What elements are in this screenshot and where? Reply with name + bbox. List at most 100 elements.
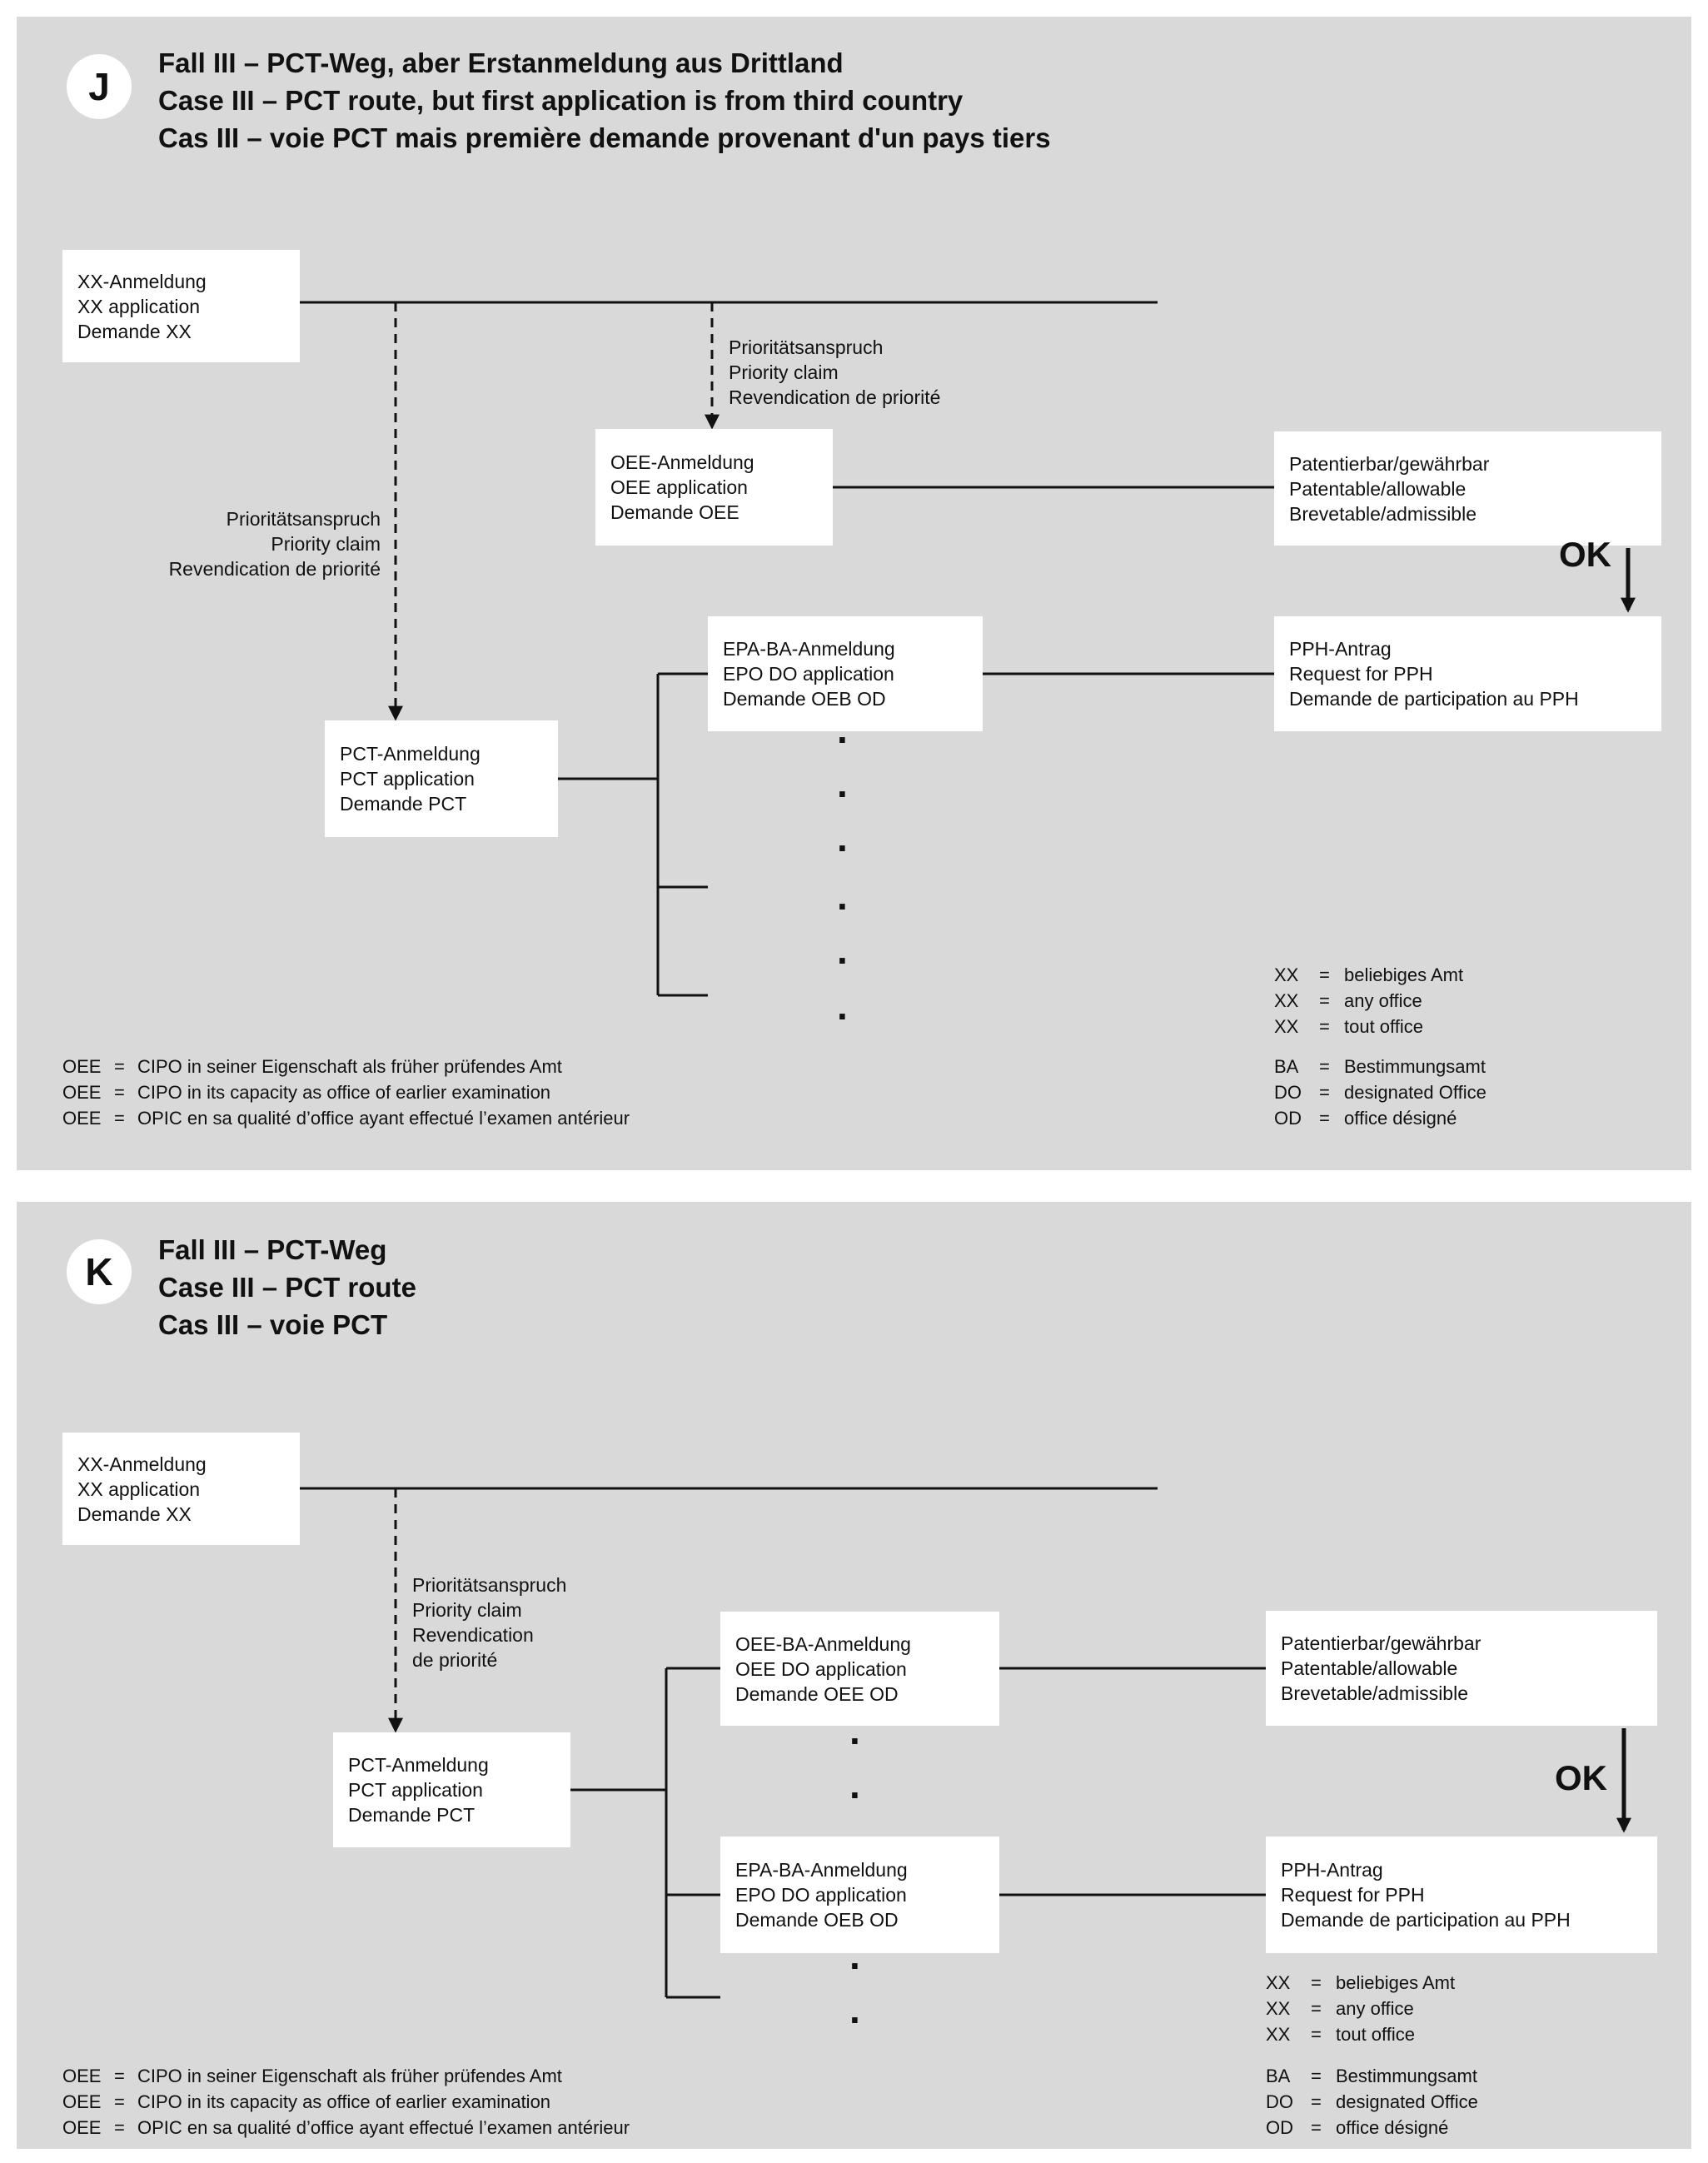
legend-oee-definitions: OEE = CIPO in seiner Eigenschaft als frü…	[62, 1054, 712, 1131]
equals-sign: =	[1311, 2117, 1322, 2138]
section-badge: K	[67, 1239, 132, 1304]
legend-text: any office	[1336, 1998, 1414, 2019]
legend-text: CIPO in its capacity as office of earlie…	[137, 1082, 551, 1103]
legend-text: CIPO in its capacity as office of earlie…	[137, 2091, 551, 2112]
legend-row: BA = Bestimmungsamt	[1274, 1054, 1624, 1079]
box-xx-application: XX-Anmeldung XX application Demande XX	[62, 250, 300, 362]
legend-row: XX = tout office	[1266, 2021, 1616, 2047]
panel-case-iii-pct-route: K Fall III – PCT-Weg Case III – PCT rout…	[17, 1202, 1691, 2149]
legend-abbr: OD	[1266, 2117, 1293, 2138]
box-text: PPH-Antrag Request for PPH Demande de pa…	[1289, 638, 1579, 710]
legend-abbr: XX	[1274, 1016, 1299, 1037]
ok-label: OK	[1559, 535, 1611, 574]
equals-sign: =	[1319, 990, 1330, 1011]
equals-sign: =	[114, 1108, 125, 1129]
label-priority-claim-oee: Prioritätsanspruch Priority claim Revend…	[729, 336, 941, 408]
legend-xx-definitions: XX = beliebiges Amt XX = any office XX =…	[1266, 1970, 1616, 2047]
box-pct-application: PCT-Anmeldung PCT application Demande PC…	[333, 1732, 570, 1847]
box-xx-application: XX-Anmeldung XX application Demande XX	[62, 1433, 300, 1545]
continuation-dot: ·	[837, 826, 850, 870]
legend-row: DO = designated Office	[1266, 2089, 1616, 2115]
legend-row: XX = beliebiges Amt	[1266, 1970, 1616, 1996]
legend-row: XX = beliebiges Amt	[1274, 962, 1624, 988]
label-priority-claim-pct: Prioritätsanspruch Priority claim Revend…	[168, 508, 381, 580]
continuation-dot: ·	[849, 1773, 863, 1817]
legend-text: designated Office	[1344, 1082, 1486, 1103]
box-pph-request: PPH-Antrag Request for PPH Demande de pa…	[1266, 1837, 1657, 1953]
legend-abbr: OEE	[62, 2091, 102, 2112]
legend-abbr: XX	[1266, 1972, 1291, 1993]
continuation-dot: ·	[837, 718, 850, 761]
box-patentable: Patentierbar/gewährbar Patentable/allowa…	[1274, 431, 1661, 546]
equals-sign: =	[1311, 1998, 1322, 2019]
box-text: XX-Anmeldung XX application Demande XX	[77, 270, 207, 342]
continuation-dot: ·	[837, 994, 850, 1038]
legend-row: OEE = CIPO in seiner Eigenschaft als frü…	[62, 2063, 712, 2089]
section-title: Fall III – PCT-Weg, aber Erstanmeldung a…	[158, 47, 1051, 153]
label-priority-claim-pct: Prioritätsanspruch Priority claim Revend…	[412, 1574, 567, 1671]
box-text: OEE-Anmeldung OEE application Demande OE…	[610, 451, 754, 523]
legend-row: OD = office désigné	[1266, 2115, 1616, 2141]
legend-xx-definitions: XX = beliebiges Amt XX = any office XX =…	[1274, 962, 1624, 1039]
equals-sign: =	[114, 2066, 125, 2086]
equals-sign: =	[114, 1082, 125, 1103]
continuation-dot: ·	[849, 1944, 863, 1987]
box-oee-do-application: OEE-BA-Anmeldung OEE DO application Dema…	[720, 1612, 999, 1726]
box-pct-application: PCT-Anmeldung PCT application Demande PC…	[325, 720, 558, 837]
legend-text: any office	[1344, 990, 1422, 1011]
legend-abbr: OD	[1274, 1108, 1302, 1129]
legend-abbr: OEE	[62, 1082, 102, 1103]
legend-row: XX = any office	[1274, 988, 1624, 1014]
legend-abbr: XX	[1266, 2024, 1291, 2045]
legend-office-definitions: BA = Bestimmungsamt DO = designated Offi…	[1274, 1054, 1624, 1131]
legend-row: BA = Bestimmungsamt	[1266, 2063, 1616, 2089]
section-title: Fall III – PCT-Weg Case III – PCT route …	[158, 1234, 416, 1340]
section-badge: J	[67, 54, 132, 119]
legend-abbr: XX	[1266, 1998, 1291, 2019]
legend-abbr: DO	[1274, 1082, 1302, 1103]
legend-abbr: OEE	[62, 2117, 102, 2138]
box-text: PCT-Anmeldung PCT application Demande PC…	[340, 743, 481, 815]
equals-sign: =	[1319, 964, 1330, 985]
box-epo-do-application: EPA-BA-Anmeldung EPO DO application Dema…	[708, 616, 983, 731]
legend-text: CIPO in seiner Eigenschaft als früher pr…	[137, 1056, 562, 1077]
box-patentable: Patentierbar/gewährbar Patentable/allowa…	[1266, 1611, 1657, 1726]
equals-sign: =	[1319, 1108, 1330, 1129]
equals-sign: =	[1311, 2024, 1322, 2045]
legend-text: designated Office	[1336, 2091, 1478, 2112]
box-text: OEE-BA-Anmeldung OEE DO application Dema…	[735, 1632, 911, 1705]
legend-row: XX = any office	[1266, 1996, 1616, 2021]
legend-text: beliebiges Amt	[1344, 964, 1464, 985]
panel-case-iii-third-country: J Fall III – PCT-Weg, aber Erstanmeldung…	[17, 17, 1691, 1170]
equals-sign: =	[1319, 1016, 1330, 1037]
legend-row: OEE = OPIC en sa qualité d’office ayant …	[62, 2115, 712, 2141]
legend-text: office désigné	[1336, 2117, 1449, 2138]
box-oee-application: OEE-Anmeldung OEE application Demande OE…	[595, 429, 833, 546]
connector-wires-k	[300, 1487, 1631, 1999]
equals-sign: =	[114, 1056, 125, 1077]
ok-label: OK	[1555, 1758, 1607, 1797]
section-letter: J	[88, 65, 110, 108]
legend-office-definitions: BA = Bestimmungsamt DO = designated Offi…	[1266, 2063, 1616, 2141]
legend-text: OPIC en sa qualité d’office ayant effect…	[137, 1108, 630, 1129]
equals-sign: =	[114, 2117, 125, 2138]
legend-text: Bestimmungsamt	[1336, 2066, 1477, 2086]
legend-row: OEE = OPIC en sa qualité d’office ayant …	[62, 1105, 712, 1131]
continuation-dot: ·	[837, 885, 850, 928]
connector-wires-j	[300, 301, 1636, 997]
legend-oee-definitions: OEE = CIPO in seiner Eigenschaft als frü…	[62, 2063, 712, 2141]
legend-abbr: OEE	[62, 1056, 102, 1077]
equals-sign: =	[1311, 2066, 1322, 2086]
legend-abbr: DO	[1266, 2091, 1293, 2112]
equals-sign: =	[1311, 1972, 1322, 1993]
equals-sign: =	[1319, 1082, 1330, 1103]
legend-row: OEE = CIPO in its capacity as office of …	[62, 1079, 712, 1105]
box-text: EPA-BA-Anmeldung EPO DO application Dema…	[735, 1859, 908, 1931]
legend-abbr: BA	[1266, 2066, 1291, 2086]
equals-sign: =	[114, 2091, 125, 2112]
legend-text: CIPO in seiner Eigenschaft als früher pr…	[137, 2066, 562, 2086]
continuation-dot: ·	[849, 1719, 863, 1762]
section-letter: K	[85, 1250, 113, 1293]
legend-text: office désigné	[1344, 1108, 1457, 1129]
